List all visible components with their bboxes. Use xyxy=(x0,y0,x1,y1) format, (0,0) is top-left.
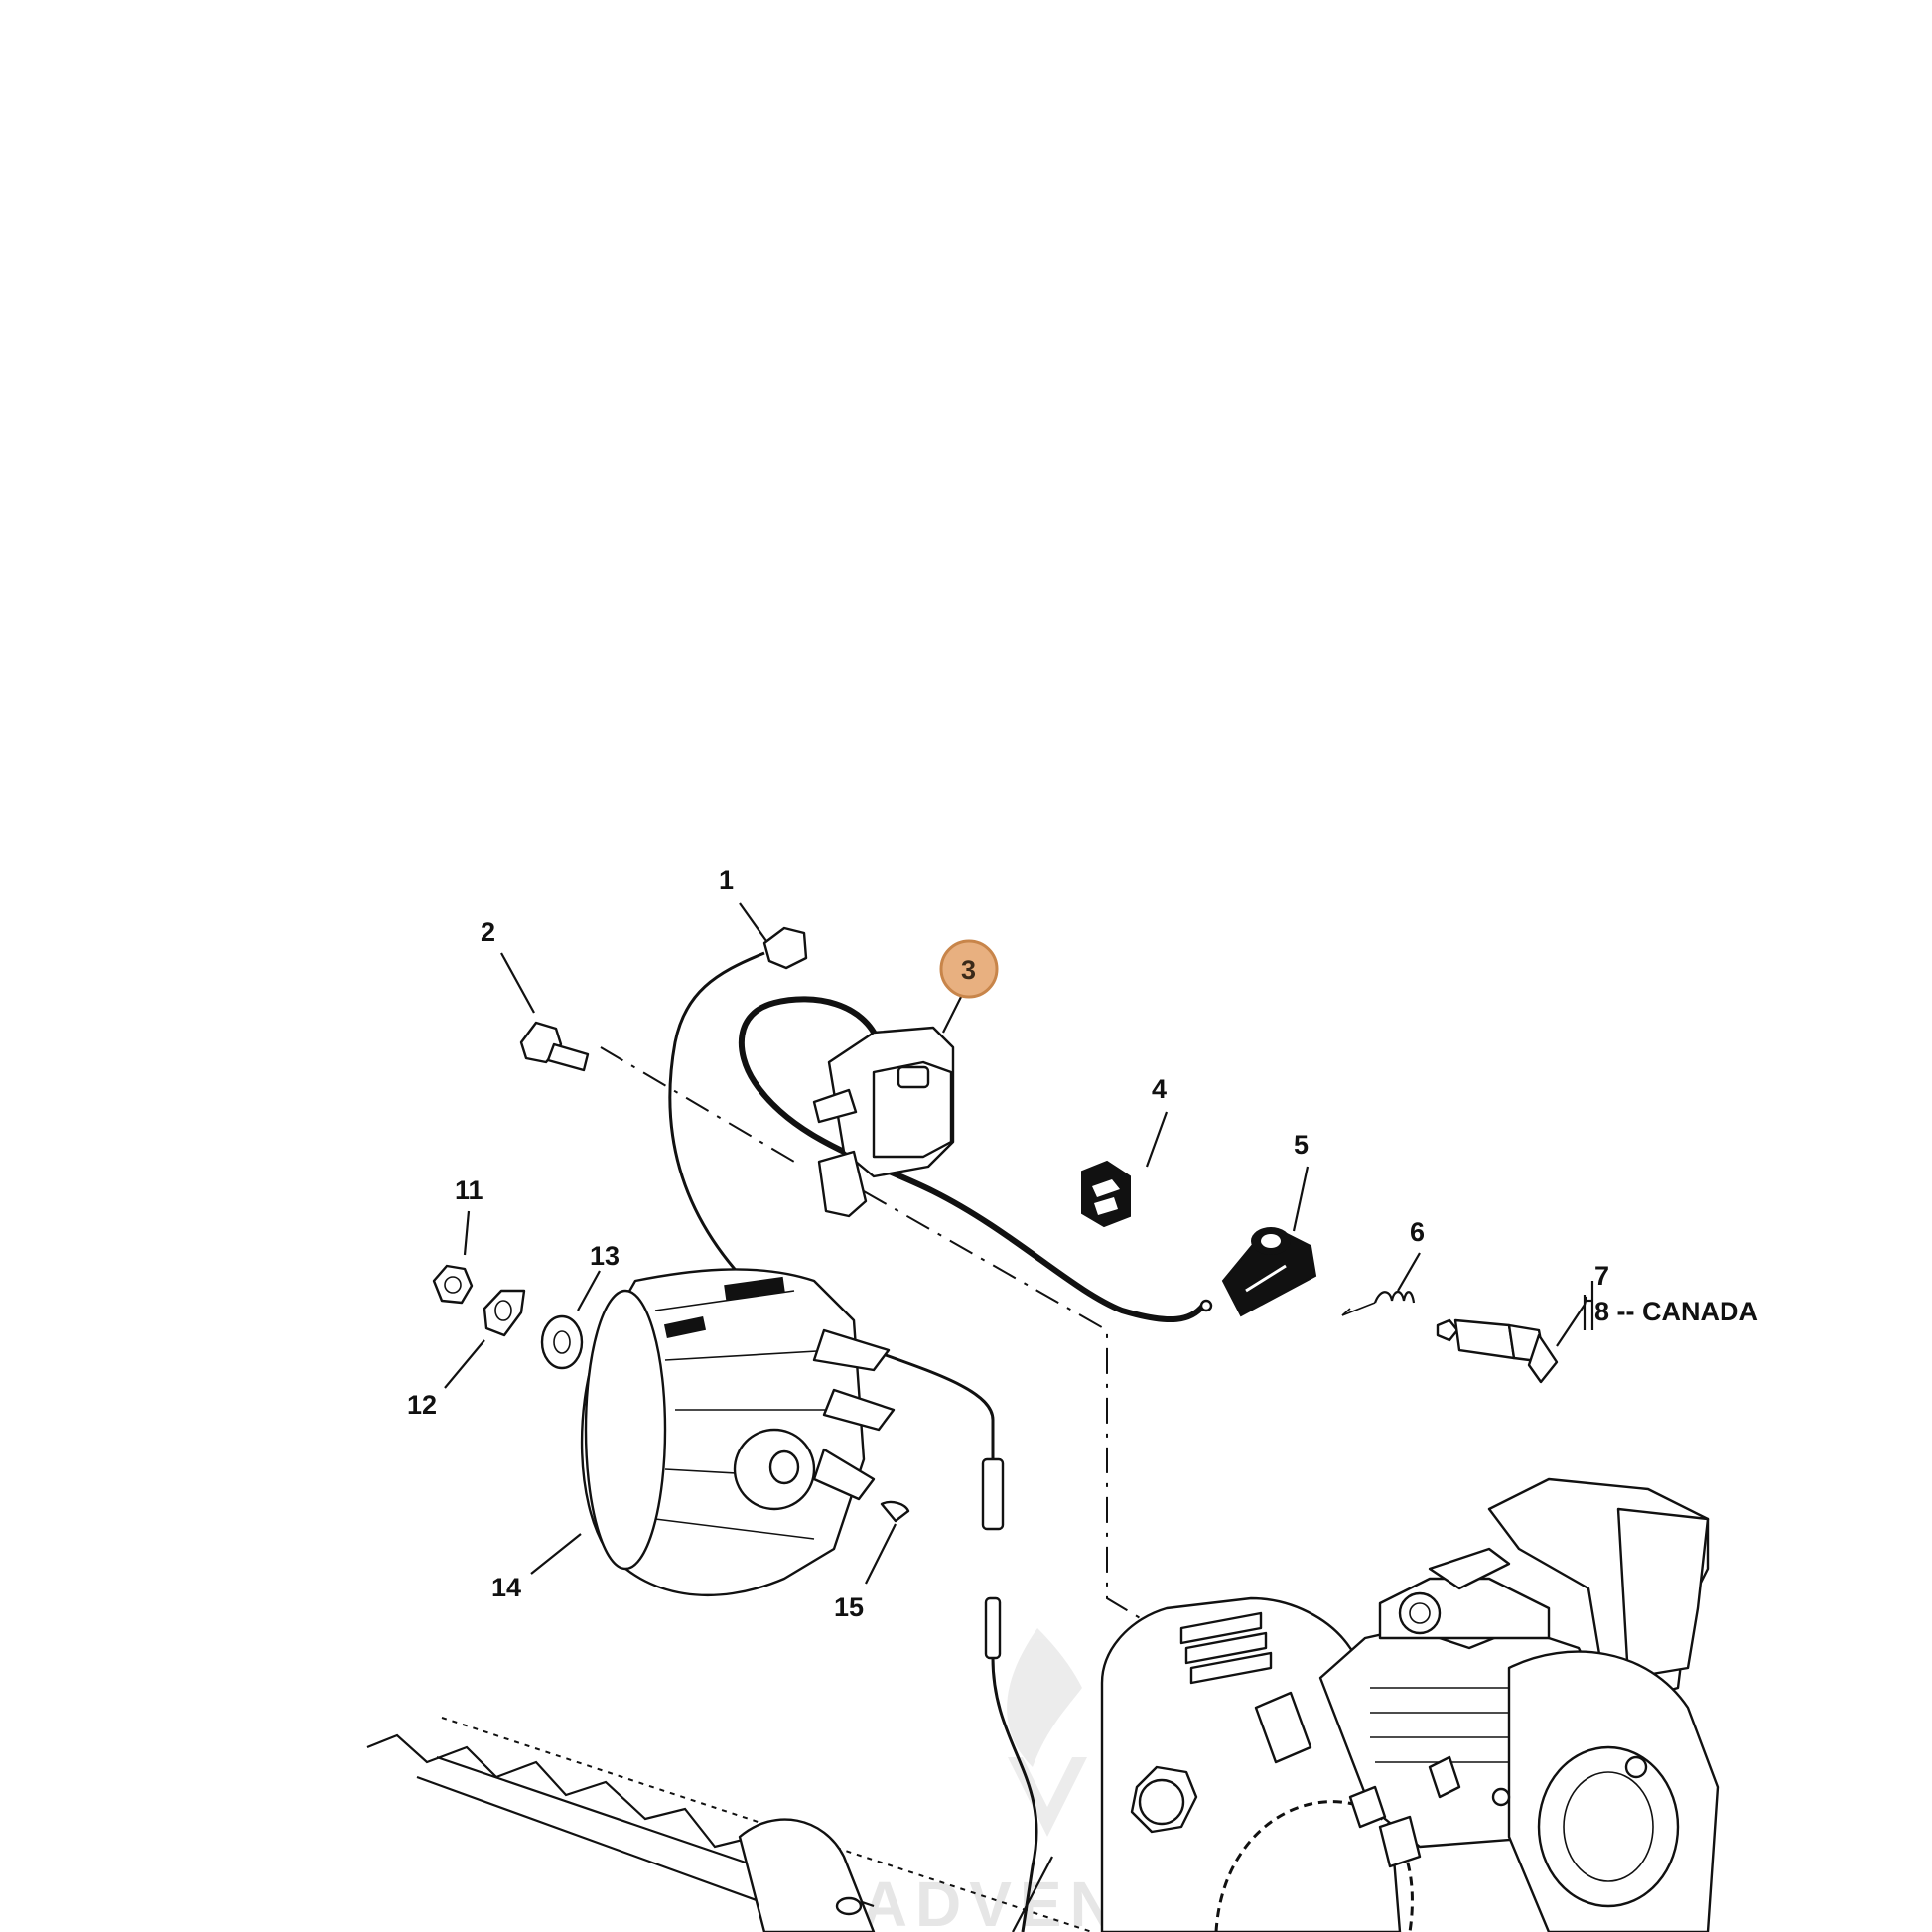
callout-7[interactable]: 7 xyxy=(1594,1261,1609,1291)
part-4-clip xyxy=(1081,1160,1131,1228)
part-7-spark-plug xyxy=(1436,1318,1559,1384)
callout-3[interactable]: 3 xyxy=(961,955,976,985)
part-1-wire xyxy=(668,926,1053,1932)
callout-8[interactable]: 8 -- CANADA xyxy=(1594,1297,1758,1326)
leader-lines xyxy=(444,902,1594,1585)
callout-2[interactable]: 2 xyxy=(481,917,495,947)
part-3-ignition-module xyxy=(739,996,1213,1323)
part-12-washer xyxy=(483,1289,526,1337)
callout-13[interactable]: 13 xyxy=(590,1241,620,1271)
callout-6[interactable]: 6 xyxy=(1410,1217,1425,1247)
part-2-screw xyxy=(519,1021,590,1072)
part-5-spark-plug-boot xyxy=(1221,1227,1317,1317)
callout-labels: 1 2 3 4 5 6 7 8 -- CANADA 11 12 13 14 15 xyxy=(407,865,1758,1622)
part-11-nut xyxy=(432,1264,474,1305)
drive-shaft-assembly xyxy=(366,1733,876,1932)
part-15-key xyxy=(880,1500,910,1523)
callout-15[interactable]: 15 xyxy=(834,1592,864,1622)
callout-4[interactable]: 4 xyxy=(1152,1074,1167,1104)
engine-block xyxy=(1100,1477,1720,1932)
part-6-spring xyxy=(1341,1290,1416,1316)
callout-14[interactable]: 14 xyxy=(491,1573,521,1602)
part-13-washer xyxy=(540,1314,584,1370)
callout-1[interactable]: 1 xyxy=(719,865,734,895)
callout-11[interactable]: 11 xyxy=(455,1175,483,1205)
callout-12[interactable]: 12 xyxy=(407,1390,437,1420)
part-14-flywheel xyxy=(580,1268,896,1596)
callout-5[interactable]: 5 xyxy=(1294,1130,1309,1160)
callout-3-highlight[interactable] xyxy=(939,939,999,999)
